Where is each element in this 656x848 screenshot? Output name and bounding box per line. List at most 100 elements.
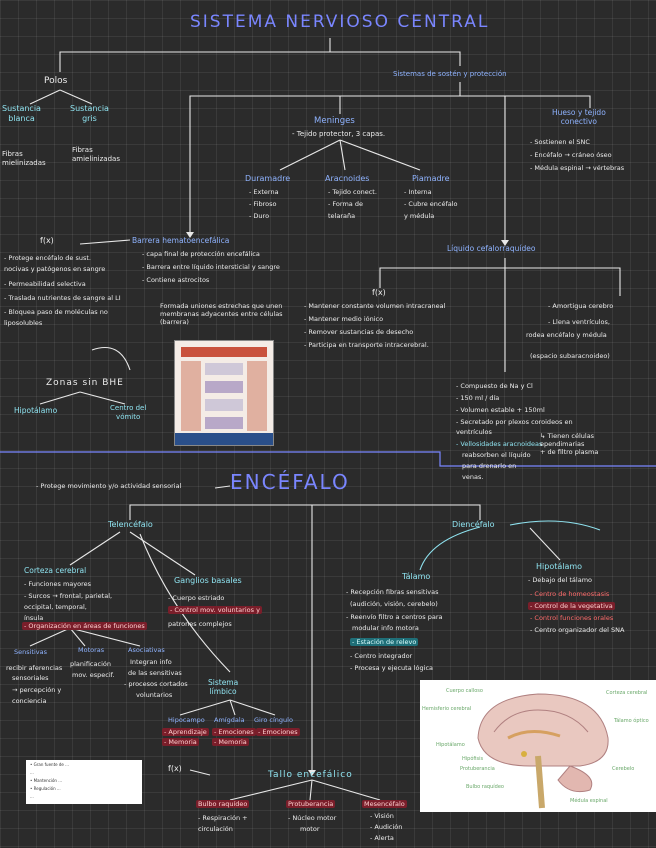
corteza-item: - Funciones mayores <box>24 580 92 588</box>
barrera-title: Barrera hematoencefálica <box>132 236 230 245</box>
talamo-item: - Recepción fibras sensitivas <box>346 588 439 596</box>
duramadre-item: - Fibroso <box>249 200 277 208</box>
asoc-item: - procesos cortados <box>124 680 188 688</box>
polos-label: Polos <box>44 76 68 86</box>
liquido-comp: - 150 ml / día <box>456 394 500 402</box>
hueso-title: Hueso y tejido conectivo <box>552 108 606 127</box>
hueso-item: - Sostienen el SNC <box>530 138 590 146</box>
note-line: • Mantención ... <box>30 778 63 783</box>
hipotalamo-item: - Control de la vegetativa <box>528 602 615 611</box>
zonas-sin-bhe: Zonas sin BHE <box>46 378 124 388</box>
tallo-fx: f(x) <box>168 764 182 773</box>
bulbo-item: circulación <box>198 825 233 833</box>
amigdala-item: - Emociones <box>212 728 256 737</box>
liquido-fx-item: - Mantener constante volumen intracranea… <box>304 302 446 310</box>
meninges-desc: - Tejido protector, 3 capas. <box>292 130 386 138</box>
brain-label: Hemisferio cerebral <box>422 706 472 712</box>
brain-label: Cerebelo <box>612 766 635 772</box>
liquido-fx-item: - Remover sustancias de desecho <box>304 328 414 336</box>
sustancia-gris: Sustancia gris <box>70 104 109 123</box>
liquido-amort: (espacio subaracnoideo) <box>530 352 610 360</box>
asoc-item: de las sensitivas <box>128 669 182 677</box>
asoc-item: Integran info <box>130 658 172 666</box>
talamo-item2: - Procesa y ejecuta lógica <box>350 664 434 672</box>
talamo-item: - Reenvío filtro a centros para <box>346 613 443 621</box>
corteza-item: - Surcos → frontal, parietal, <box>24 592 113 600</box>
liquido-amort: - Llena ventrículos, <box>548 318 610 326</box>
gang-item: patrones complejos <box>168 620 232 628</box>
hipocampo-item: - Memoria <box>162 738 199 747</box>
note-line: ... <box>30 770 34 775</box>
brain-label: Hipotálamo <box>436 742 465 748</box>
giro-title: Giro cíngulo <box>254 716 293 724</box>
barrera-fx-item: - Permeabilidad selectiva <box>4 280 86 288</box>
bulbo-item: - Respiración + <box>198 814 248 822</box>
mesen-item: - Visión <box>370 812 394 820</box>
liquido-fx-item: - Mantener medio iónico <box>304 315 384 323</box>
note-line: ... <box>30 794 34 799</box>
bhe-diagram-image <box>174 340 274 446</box>
mot-item: mov. especif. <box>72 671 115 679</box>
motoras-title: Motoras <box>78 646 105 654</box>
brain-label: Hipófisis <box>462 756 484 762</box>
aracnoides-item: telaraña <box>328 212 356 220</box>
corteza-title: Corteza cerebral <box>24 566 87 575</box>
sosten-heading: Sistemas de sostén y protección <box>393 70 507 78</box>
barrera-fx-item: - Traslada nutrientes de sangre al LI <box>4 294 121 302</box>
brain-label: Tálamo óptico <box>614 718 649 724</box>
hipotalamo-title: Hipotálamo <box>536 562 583 571</box>
limbico-title: Sistema límbico <box>208 678 239 697</box>
piamadre-item: - Interna <box>404 188 432 196</box>
meninges-title: Meninges <box>314 116 355 126</box>
barrera-fx-item: - Protege encéfalo de sust. <box>4 254 91 262</box>
barrera-fx-item: - Bloquea paso de moléculas no <box>4 308 108 316</box>
note-box: • Gran fuente de ... ... • Mantención ..… <box>26 760 142 804</box>
amigdala-title: Amígdala <box>214 716 245 724</box>
aracnoides-title: Aracnoides <box>325 174 370 183</box>
page-title: SISTEMA NERVIOSO CENTRAL <box>190 12 490 32</box>
asociativas-title: Asociativas <box>128 646 165 654</box>
corteza-item: occipital, temporal, <box>24 603 87 611</box>
sens-item: → percepción y <box>12 686 62 694</box>
hipotalamo-sub: - Debajo del tálamo <box>528 576 593 584</box>
duramadre-item: - Externa <box>249 188 279 196</box>
ganglios-title: Ganglios basales <box>174 576 242 585</box>
piamadre-title: Piamadre <box>412 174 450 183</box>
hipotalamo-item: - Centro de homeostasis <box>530 590 610 598</box>
sens-item: conciencia <box>12 697 47 705</box>
gang-item: - Cuerpo estriado <box>168 594 225 602</box>
corteza-item: ínsula <box>24 614 44 622</box>
liquido-fx-label: f(x) <box>372 288 386 297</box>
amigdala-item: - Memoria <box>212 738 249 747</box>
gang-item-highlight: - Control mov. voluntarios y <box>168 606 262 615</box>
talamo-item2: - Centro integrador <box>350 652 413 660</box>
aracnoides-item: - Forma de <box>328 200 363 208</box>
talamo-item: (audición, visión, cerebelo) <box>350 600 438 608</box>
brain-label: Corteza cerebral <box>606 690 648 696</box>
liquido-comp: - Vellosidades aracnoideas <box>456 440 543 448</box>
aracnoides-item: - Tejido conect. <box>328 188 377 196</box>
brain-label: Protuberancia <box>460 766 495 772</box>
mot-item: planificación <box>70 660 111 668</box>
barrera-fx-label: f(x) <box>40 236 54 245</box>
hipotalamo-item: - Centro organizador del SNA <box>530 626 625 634</box>
liquido-comp: para drenarlo en <box>462 462 517 470</box>
piamadre-item: - Cubre encéfalo <box>404 200 458 208</box>
hipocampo-title: Hipocampo <box>168 716 205 724</box>
zona-centro-vomito: Centro del vómito <box>110 404 147 421</box>
fibras-mielinizadas: Fibras mielinizadas <box>2 150 46 167</box>
piamadre-item: y médula <box>404 212 435 220</box>
hueso-item: - Médula espinal → vértebras <box>530 164 625 172</box>
barrera-formed: Formada uniones estrechas que unen membr… <box>160 302 283 327</box>
brain-label: Médula espinal <box>570 798 608 804</box>
liquido-cells: ↳ Tienen células ependimarias + de filtr… <box>540 432 599 457</box>
liquido-comp: reabsorben el líquido <box>462 451 531 459</box>
talamo-highlight: - Estación de relevo <box>350 638 419 647</box>
encefalo-desc: - Protege movimiento y/o actividad senso… <box>36 482 182 490</box>
barrera-fx-item: nocivas y patógenos en sangre <box>4 265 106 273</box>
barrera-item: - Contiene astrocitos <box>142 276 210 284</box>
tallo-title: Tallo encefálico <box>268 770 353 780</box>
note-line: • Gran fuente de ... <box>30 762 69 767</box>
liquido-comp: - Volumen estable + 150ml <box>456 406 545 414</box>
